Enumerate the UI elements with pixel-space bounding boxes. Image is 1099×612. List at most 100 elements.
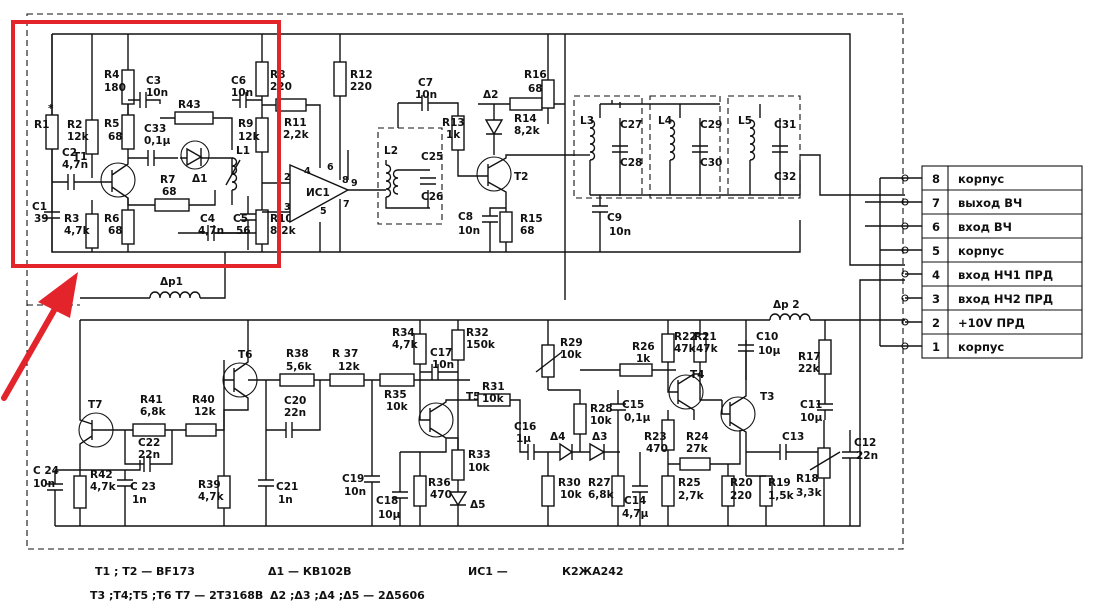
conn-label: вход НЧ1 ПРД [958, 268, 1053, 282]
r13-body [451, 115, 465, 151]
c18-val: 10µ [378, 509, 401, 521]
r3-body [85, 213, 99, 249]
c15-val: 0,1µ [624, 412, 651, 424]
filter-ground-rail [565, 220, 801, 253]
r43-ref: R43 [178, 99, 201, 111]
c17-val: 10n [432, 359, 454, 371]
l2-ref: L2 [384, 145, 398, 157]
ic1-pin-4: 4 [304, 166, 311, 177]
r41-body [132, 423, 166, 437]
r36-ref: R36 [428, 477, 451, 489]
r13-val: 1k [446, 129, 461, 141]
r17-body [818, 339, 832, 375]
r1-mark: * [48, 103, 54, 115]
r35-body [379, 373, 415, 387]
c16-val: 1µ [516, 433, 531, 445]
c3-ref: C3 [146, 75, 161, 87]
ic1-ref: ИС1 [306, 187, 330, 199]
r31-ref: R31 [482, 381, 505, 393]
r22-ref: R22 [674, 331, 697, 343]
t3-symbol [720, 396, 756, 432]
r9-body [255, 117, 269, 153]
r25-body [661, 475, 675, 507]
c33-val: 0,1µ [144, 135, 171, 147]
ic1-pin-9: 9 [351, 178, 358, 189]
c22-val: 22n [138, 449, 160, 461]
r27-body [611, 475, 625, 507]
r30-ref: R30 [558, 477, 581, 489]
r17-ref: R17 [798, 351, 821, 363]
r42-val: 4,7k [90, 481, 117, 493]
r3-val: 4,7k [64, 225, 91, 237]
ic1-pin-7: 7 [343, 199, 350, 210]
r22-body [661, 333, 675, 363]
r14-val: 8,2k [514, 125, 541, 137]
r7-body [154, 198, 190, 212]
r34-val: 4,7k [392, 339, 419, 351]
c30-ref: C30 [700, 157, 722, 169]
c20-ref: C20 [284, 395, 306, 407]
t2-symbol [476, 156, 512, 192]
r41-ref: R41 [140, 394, 163, 406]
legend-t3t7: Т3 ;Т4;Т5 ;Т6 Т7 — 2Т3168В [90, 589, 263, 602]
c33-ref: C33 [144, 123, 166, 135]
conn-label: +10V ПРД [958, 316, 1025, 330]
c17-ref: C17 [430, 347, 452, 359]
r10-ref: R10 [270, 213, 293, 225]
r34-body [413, 333, 427, 365]
dp1-ref: Δp1 [160, 276, 183, 288]
c22-ref: C22 [138, 437, 160, 449]
r14-body [509, 97, 543, 111]
conn-pin: 8 [932, 172, 940, 186]
l4-ref: L4 [658, 115, 672, 127]
r5-body [121, 114, 135, 150]
r12-body [333, 61, 347, 97]
t4-ref: T4 [690, 369, 704, 381]
conn-pin: 6 [932, 220, 940, 234]
l1-ref: L1 [236, 145, 250, 157]
r15-val: 68 [520, 225, 535, 237]
rf-ground-rail [52, 33, 905, 300]
r38-ref: R38 [286, 348, 309, 360]
c26-ref: C26 [421, 191, 443, 203]
r25-ref: R25 [678, 477, 701, 489]
c28-ref: C28 [620, 157, 642, 169]
c11-val: 10µ [800, 412, 823, 424]
d2-ref: Δ2 [483, 89, 498, 101]
r13-ref: R13 [442, 117, 465, 129]
conn-pin: 5 [932, 244, 940, 258]
conn-label: корпус [958, 340, 1004, 354]
l5-can [727, 95, 801, 199]
r24-val: 27k [686, 443, 709, 455]
r1-ref: R1 [34, 119, 49, 131]
r17-val: 22k [798, 363, 821, 375]
r9-val: 12k [238, 131, 261, 143]
conn-label: выход ВЧ [958, 196, 1022, 210]
c6-val: 10n [231, 87, 253, 99]
r30-val: 10k [560, 489, 583, 501]
r24-body [679, 457, 711, 471]
r40-body [185, 423, 217, 437]
r35-val: 10k [386, 401, 409, 413]
conn-label: вход ВЧ [958, 220, 1012, 234]
r18-body [817, 447, 831, 479]
r28-val: 10k [590, 415, 613, 427]
c3-val: 10n [146, 87, 168, 99]
d3-ref: Δ3 [592, 431, 607, 443]
r6-val: 68 [108, 225, 123, 237]
l1-coil [225, 157, 241, 205]
t5-symbol [418, 402, 454, 438]
r38-body [279, 373, 315, 387]
c25-ref: C25 [421, 151, 443, 163]
c12-val: 22n [856, 450, 878, 462]
r16-val: 68 [528, 83, 543, 95]
legend-d2d5: Δ2 ;Δ3 ;Δ4 ;Δ5 — 2Δ5606 [270, 589, 425, 602]
r23-ref: R23 [644, 431, 667, 443]
r3-ref: R3 [64, 213, 79, 225]
r26-body [619, 363, 653, 377]
r16-ref: R16 [524, 69, 547, 81]
r33-val: 10k [468, 462, 491, 474]
r9-ref: R9 [238, 118, 253, 130]
